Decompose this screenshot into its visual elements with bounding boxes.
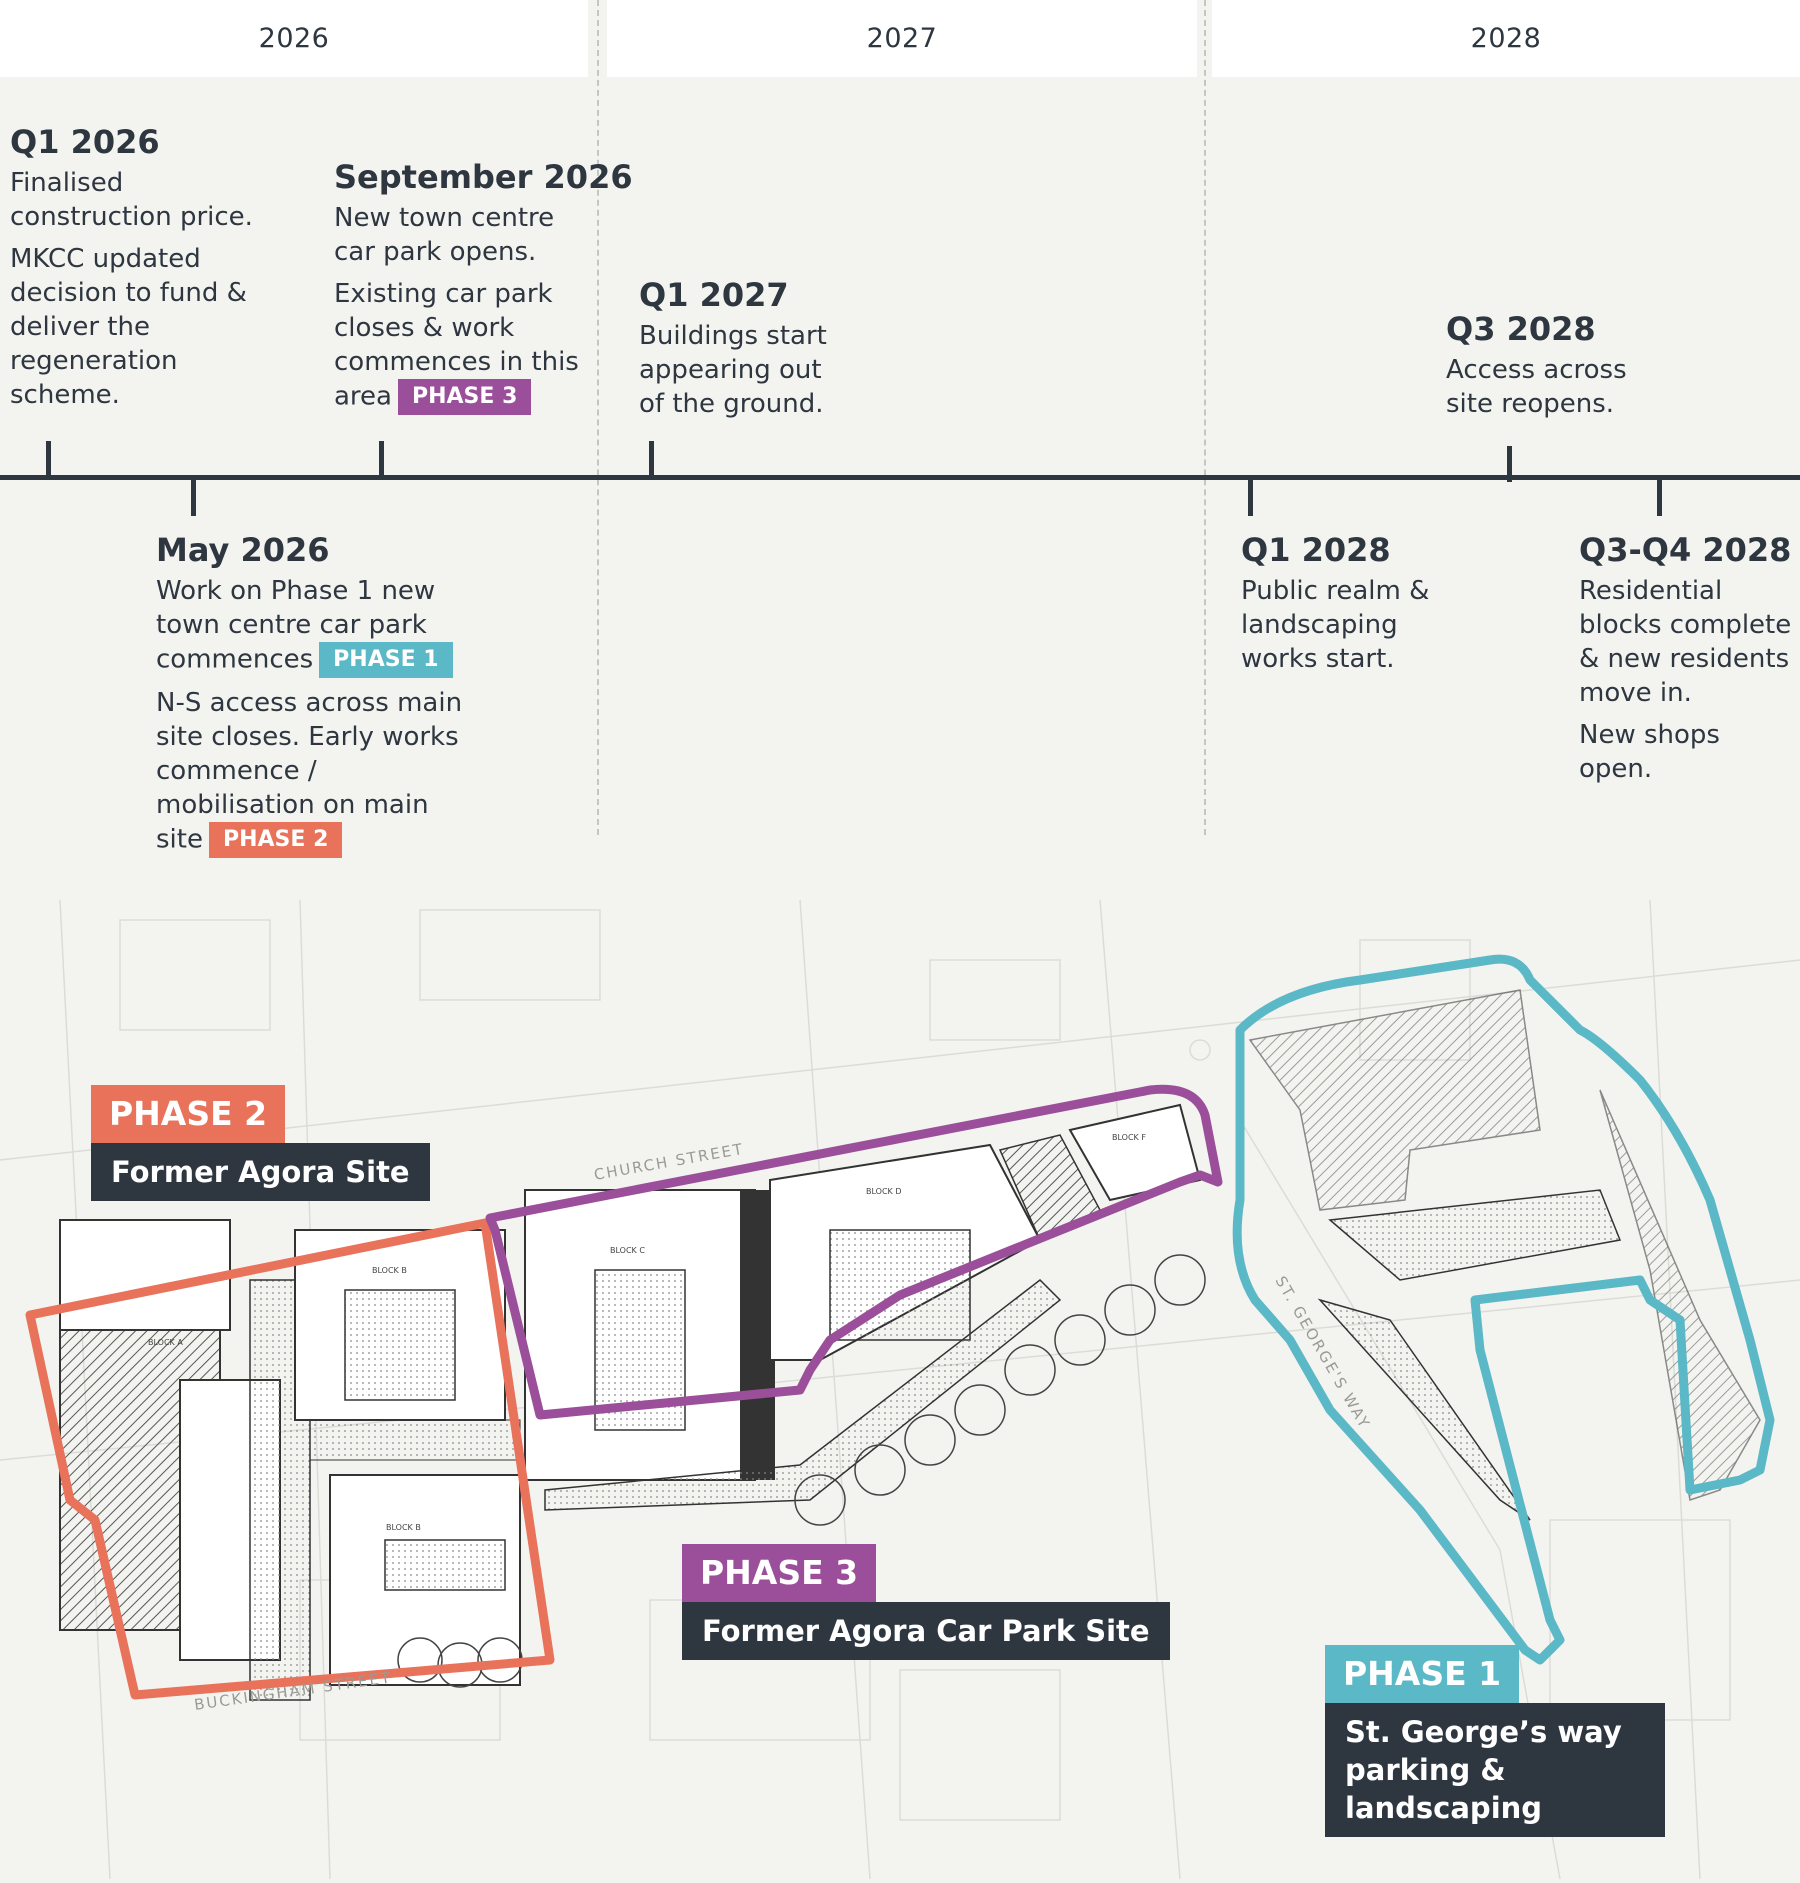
milestone-text: Existing car park closes & work commence… <box>334 277 596 415</box>
site-map: BLOCK A BLOCK B BLOCK B BLOCK C BLOCK D … <box>0 899 1800 1880</box>
block-c-label: BLOCK C <box>610 1246 645 1255</box>
milestone-text: Public realm & landscaping works start. <box>1241 576 1430 674</box>
phase-2-tag: PHASE 2 <box>91 1085 286 1143</box>
milestone-q1-2028: Q1 2028 Public realm & landscaping works… <box>1241 530 1461 684</box>
milestone-q3q4-2028: Q3-Q4 2028 Residential blocks complete &… <box>1579 530 1797 794</box>
year-label: 2027 <box>866 23 938 54</box>
st-georges-way-label: ST. GEORGE'S WAY <box>1272 1273 1374 1432</box>
milestone-text: MKCC updated decision to fund & deliver … <box>10 244 247 410</box>
phase-2-badge: PHASE 2 <box>208 822 343 858</box>
tick-q3-2028 <box>1507 446 1512 482</box>
phase-3-site-name: Former Agora Car Park Site <box>682 1602 1170 1660</box>
tick-q1-2028 <box>1248 480 1253 516</box>
milestone-date: Q1 2028 <box>1241 531 1391 569</box>
phase-1-footprints <box>1248 989 1761 1521</box>
milestone-text-body: Work on Phase 1 new town centre car park… <box>156 576 436 675</box>
milestone-date: Q1 2027 <box>639 276 789 314</box>
phase-1-label: PHASE 1 St. George’s way parking & lands… <box>1325 1645 1665 1837</box>
milestone-sep-2026: September 2026 New town centre car park … <box>334 157 633 423</box>
milestone-text-body: Existing car park closes & work commence… <box>334 279 579 412</box>
block-b-label: BLOCK B <box>386 1523 421 1532</box>
milestone-text: Residential blocks complete & new reside… <box>1579 576 1792 708</box>
milestone-text: Access across site reopens. <box>1446 355 1627 419</box>
milestone-text: Finalised construction price. <box>10 168 253 232</box>
block-d-label: BLOCK D <box>866 1187 902 1196</box>
phase-1-site-name: St. George’s way parking & landscaping <box>1325 1703 1665 1837</box>
phase-3-boundary <box>485 1084 1223 1420</box>
phase-2-boundary <box>25 1218 555 1700</box>
milestone-date: Q3 2028 <box>1446 310 1596 348</box>
tick-q1-2027 <box>649 441 654 477</box>
tick-sep-2026 <box>379 441 384 477</box>
year-label: 2028 <box>1470 23 1542 54</box>
phase-1-badge: PHASE 1 <box>319 642 453 678</box>
phase-1-tag: PHASE 1 <box>1325 1645 1520 1703</box>
year-header-2027: 2027 <box>607 0 1197 77</box>
milestone-q3-2028: Q3 2028 Access across site reopens. <box>1446 309 1666 429</box>
milestone-text: N-S access across main site closes. Earl… <box>156 686 466 858</box>
phase-1-boundary <box>1232 954 1775 1665</box>
block-b-label: BLOCK B <box>372 1266 407 1275</box>
phase-3-tag: PHASE 3 <box>682 1544 877 1602</box>
tick-q1-2026 <box>46 441 51 477</box>
phase-3-label: PHASE 3 Former Agora Car Park Site <box>682 1544 1170 1660</box>
milestone-q1-2026: Q1 2026 Finalised construction price. MK… <box>10 122 260 420</box>
year-divider-2028 <box>1204 0 1206 835</box>
milestone-date: Q3-Q4 2028 <box>1579 531 1792 569</box>
tick-q34-2028 <box>1657 480 1662 516</box>
milestone-text: New shops open. <box>1579 720 1720 784</box>
tick-may-2026 <box>191 480 196 516</box>
milestone-date: May 2026 <box>156 531 330 569</box>
year-header-2028: 2028 <box>1212 0 1800 77</box>
site-map-drawing: BLOCK A BLOCK B BLOCK B BLOCK C BLOCK D … <box>0 899 1800 1880</box>
trees <box>397 1254 1206 1688</box>
milestone-date: September 2026 <box>334 158 633 196</box>
milestone-date: Q1 2026 <box>10 123 160 161</box>
milestone-may-2026: May 2026 Work on Phase 1 new town centre… <box>156 530 466 866</box>
phase-2-footprints <box>59 1219 521 1701</box>
phase-2-site-name: Former Agora Site <box>91 1143 430 1201</box>
block-f-label: BLOCK F <box>1112 1133 1146 1142</box>
year-header-2026: 2026 <box>0 0 588 77</box>
milestone-q1-2027: Q1 2027 Buildings start appearing out of… <box>639 275 849 429</box>
milestone-text: Buildings start appearing out of the gro… <box>639 321 827 419</box>
milestone-text: New town centre car park opens. <box>334 203 555 267</box>
block-a-label: BLOCK A <box>148 1338 183 1347</box>
milestone-text-body: N-S access across main site closes. Earl… <box>156 688 463 855</box>
phase-3-badge: PHASE 3 <box>397 379 532 415</box>
year-divider-2027 <box>597 0 599 835</box>
timeline-axis <box>0 475 1800 480</box>
milestone-text: Work on Phase 1 new town centre car park… <box>156 574 466 678</box>
phase-2-label: PHASE 2 Former Agora Site <box>91 1085 430 1201</box>
year-label: 2026 <box>258 23 330 54</box>
